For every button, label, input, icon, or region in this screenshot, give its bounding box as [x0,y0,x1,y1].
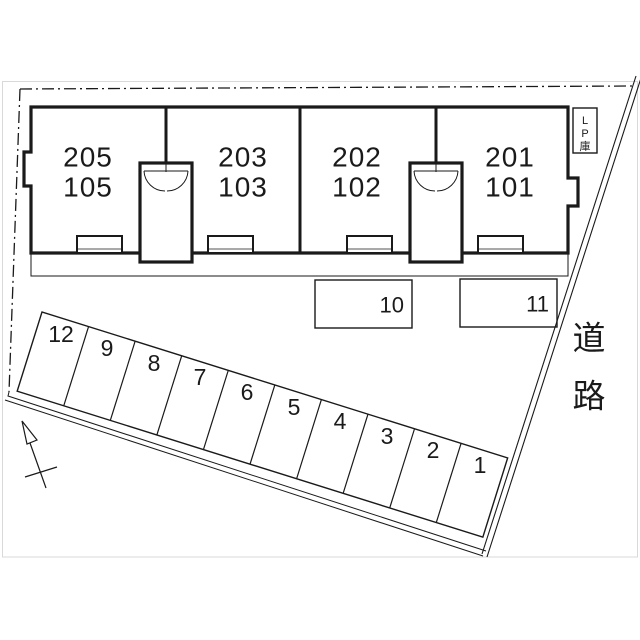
unit-202-label: 202 [332,142,382,173]
plan-linework [4,75,640,558]
porch-unit-203 [207,235,254,254]
boundary-bottom-line-1 [7,391,487,552]
parking-slot-11 [459,278,558,328]
road-boundary-line-1 [481,75,637,555]
unit-203-label: 203 [218,142,268,173]
unit-porches [76,235,524,254]
lp-storage-label: L P 庫 [580,115,591,153]
road-label: 道 路 [573,320,606,415]
boundary-bottom-line-2 [4,399,484,557]
parking-slot-12-label: 12 [48,321,74,347]
stairwell-2 [408,161,464,264]
unit-102-label: 102 [332,172,382,203]
stairwell-1 [138,161,194,264]
boundary-top [19,85,634,90]
parking-slot-9-label: 9 [101,335,114,361]
parking-row-dividers [63,326,462,523]
road-char-2: 路 [573,378,606,415]
unit-labels: 205 105 203 103 202 102 201 101 [63,142,535,203]
parking-row-labels: 12 9 8 7 6 5 4 3 2 1 [48,321,486,478]
parking-slot-2-label: 2 [427,437,440,463]
stairwell-1-door-icon [143,164,189,192]
road-boundary-line-2 [486,79,640,558]
parking-slot-11-label: 11 [526,292,549,317]
unit-201-label: 201 [485,142,535,173]
unit-101-label: 101 [485,172,535,203]
porch-unit-202 [346,235,393,254]
stairwell-2-door-icon [413,164,459,192]
porch-unit-205 [76,235,123,254]
lp-storage-box [572,107,598,154]
parking-slot-5-label: 5 [288,394,301,420]
parking-slot-1-label: 1 [474,452,487,478]
unit-105-label: 105 [63,172,113,203]
parking-slot-3-label: 3 [381,423,394,449]
porch-unit-201 [477,235,524,254]
lp-char-1: L [582,115,588,127]
parking-slot-8-label: 8 [148,350,161,376]
parking-slot-7-label: 7 [194,364,207,390]
parking-slot-4-label: 4 [334,408,347,434]
parking-row [16,311,509,539]
boundary-left [8,88,21,393]
lp-char-2: P [581,128,588,140]
parking-slot-6-label: 6 [241,379,254,405]
road-char-1: 道 [573,320,606,357]
north-arrow-icon [21,420,58,489]
lp-char-3: 庫 [580,139,591,153]
unit-205-label: 205 [63,142,113,173]
unit-103-label: 103 [218,172,268,203]
parking-slot-10 [314,279,413,329]
parking-slot-10-label: 10 [380,293,404,318]
parking-row-outline [16,311,509,539]
